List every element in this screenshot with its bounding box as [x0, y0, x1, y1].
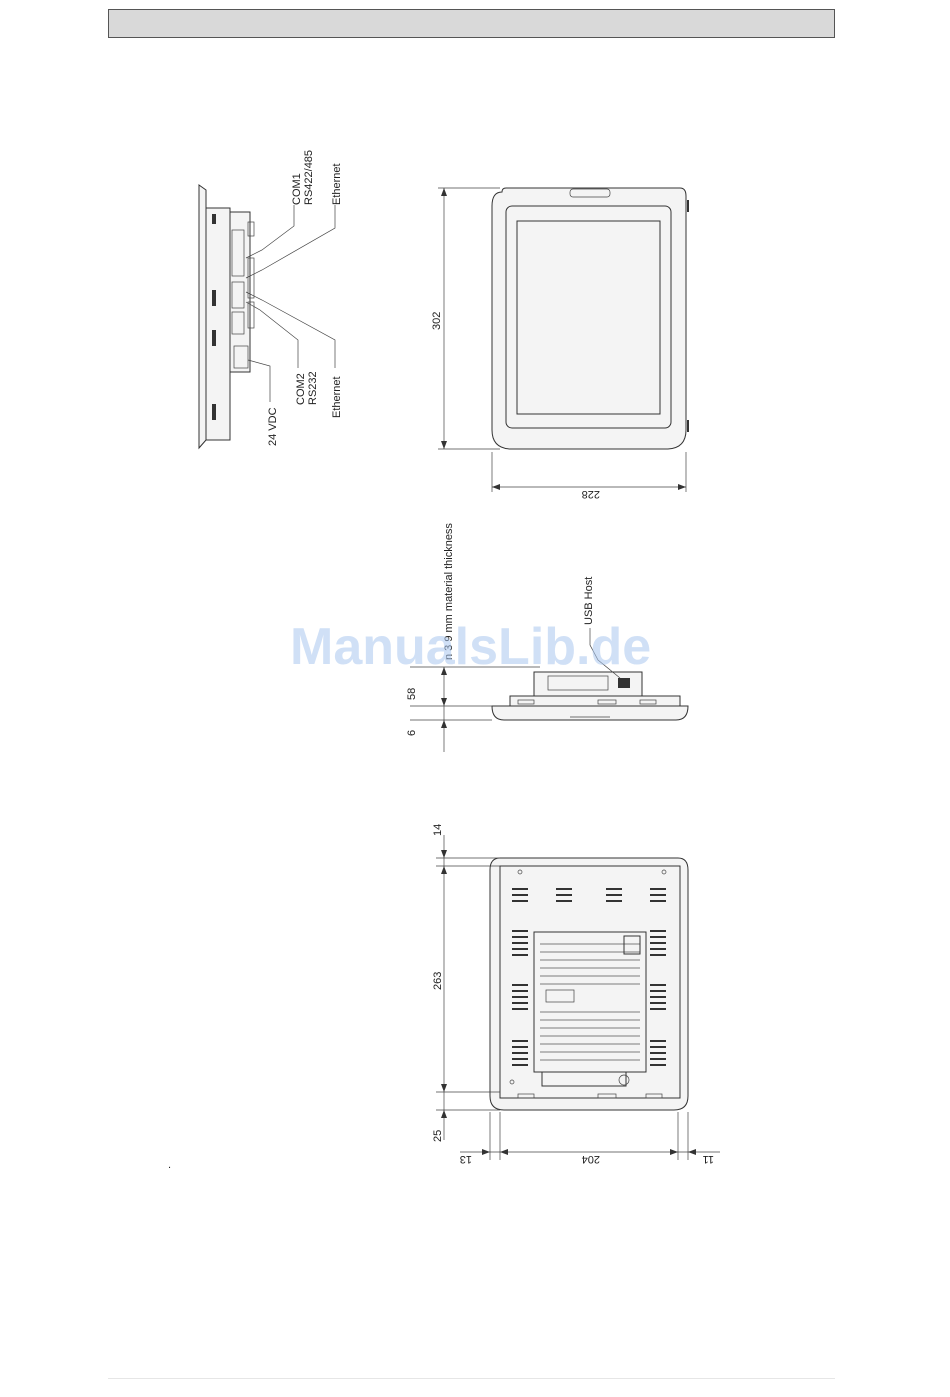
- side-view-housing: [230, 212, 250, 372]
- cutout-height-dim: 263: [432, 972, 444, 990]
- side-view-bezel: [206, 208, 230, 440]
- stray-mark: .: [168, 1159, 171, 1171]
- side-view: COM1 RS422/485 Ethernet COM2 RS232 Ether…: [199, 150, 343, 448]
- front-thickness-dim: 6: [406, 730, 418, 736]
- com1-label: COM1: [291, 173, 303, 205]
- front-view: 302 228: [431, 188, 689, 500]
- top-margin-dim: 14: [432, 824, 444, 836]
- footer-rule: [108, 1378, 835, 1379]
- right-margin-dim: 11: [703, 1153, 714, 1165]
- depth-dim: 58: [406, 688, 418, 700]
- top-view-front: [492, 706, 688, 720]
- com2-standard-label: RS232: [307, 371, 319, 405]
- ethernet-label-bottom: Ethernet: [331, 376, 343, 418]
- usb-port: [618, 678, 630, 688]
- cutout-width-dim: 204: [582, 1153, 600, 1165]
- front-width-dim: 228: [582, 488, 600, 500]
- com1-standard-label: RS422/485: [303, 150, 315, 205]
- bottom-margin-dim: 25: [432, 1130, 444, 1142]
- front-view-bezel: [492, 188, 686, 449]
- front-height-dim: 302: [431, 312, 443, 330]
- watermark: ManualsLib.de: [290, 618, 651, 676]
- back-view: 14 263 25 13 204 11: [432, 824, 720, 1165]
- com2-label: COM2: [295, 373, 307, 405]
- top-view-mount: [510, 696, 680, 706]
- ethernet-label-top: Ethernet: [331, 163, 343, 205]
- left-margin-dim: 13: [460, 1153, 472, 1165]
- power-label: 24 VDC: [267, 407, 279, 446]
